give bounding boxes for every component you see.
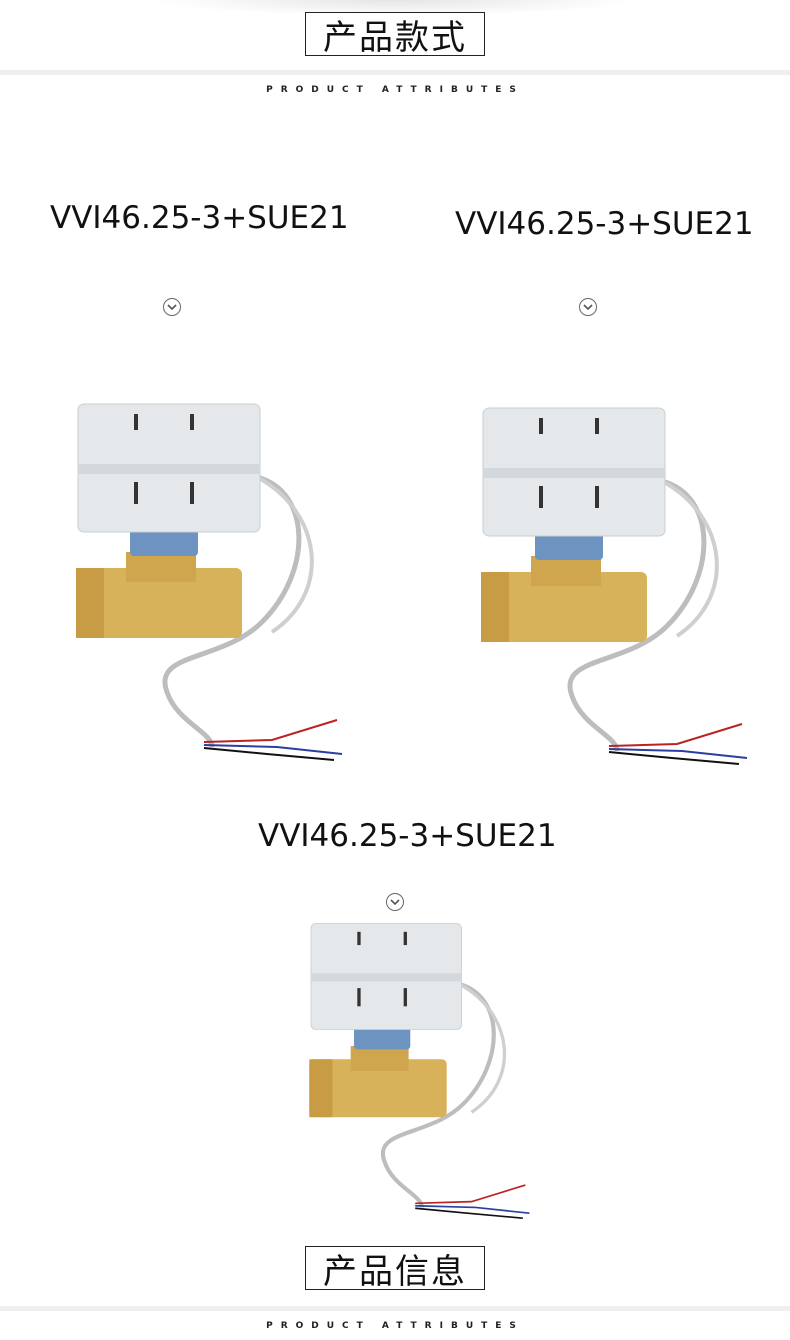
product-image-valve — [309, 923, 530, 1219]
product-model-label: VVI46.25-3+SUE21 — [455, 206, 754, 242]
product-image-valve — [481, 407, 748, 765]
top-shadow — [150, 0, 640, 16]
section-subtitle: PRODUCT ATTRIBUTES — [266, 85, 524, 95]
section-title-styles: 产品款式 — [305, 12, 485, 58]
section-subtitle: PRODUCT ATTRIBUTES — [266, 1321, 524, 1331]
section-title-info: 产品信息 — [305, 1246, 485, 1292]
chevron-down-circle-icon[interactable] — [386, 893, 404, 911]
product-model-label: VVI46.25-3+SUE21 — [258, 818, 557, 854]
product-image-valve — [76, 403, 343, 761]
divider — [0, 1306, 790, 1311]
divider — [0, 70, 790, 75]
chevron-down-circle-icon[interactable] — [579, 298, 597, 316]
product-model-label: VVI46.25-3+SUE21 — [50, 200, 349, 236]
chevron-down-circle-icon[interactable] — [163, 298, 181, 316]
